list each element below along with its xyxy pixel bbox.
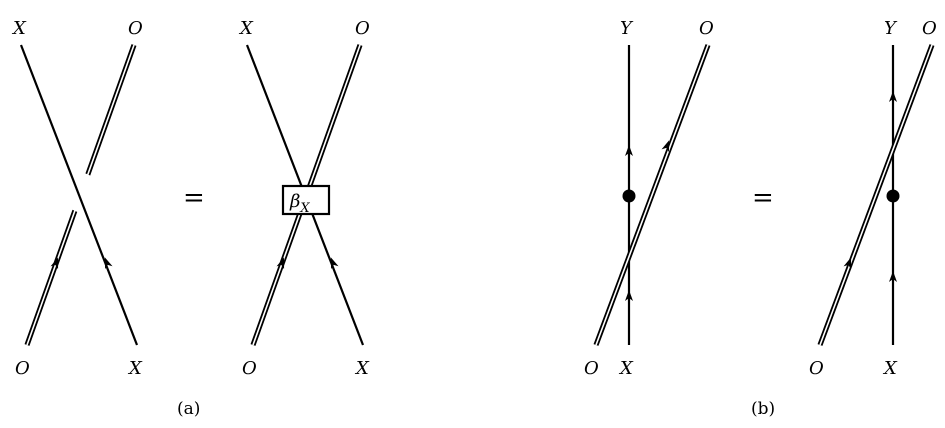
label-top-left: Y	[884, 18, 898, 39]
label-bottom-left: O	[584, 358, 599, 379]
label-bottom-left: O	[15, 358, 30, 379]
arrow-up-icon	[843, 257, 852, 270]
label-bottom-right: X	[127, 358, 143, 379]
arrow-up-icon	[625, 290, 633, 301]
label-top-left: X	[238, 18, 254, 39]
over-crossing-gap	[67, 172, 95, 213]
label-top-left: X	[11, 18, 27, 39]
label-bottom-right: X	[354, 358, 370, 379]
double-strand-o	[593, 44, 711, 346]
label-bottom-right: X	[882, 358, 898, 379]
arrow-up-icon	[50, 257, 59, 270]
equals-sign-b: =	[752, 183, 774, 213]
arrow-up-icon	[330, 257, 339, 270]
caption-a: (a)	[177, 399, 200, 419]
arrow-up-icon	[625, 145, 633, 156]
morphism-dot	[622, 189, 636, 203]
label-bottom-right: X	[618, 358, 634, 379]
label-top-right: O	[699, 18, 714, 39]
panel-a-left-diagram: X O O X	[11, 18, 143, 379]
double-strand-o	[817, 44, 935, 346]
single-strand-x	[19, 44, 139, 346]
label-top-right: O	[922, 18, 937, 39]
panel-a-right-diagram: βX X O O X	[238, 18, 370, 379]
arrow-up-icon	[276, 257, 285, 270]
braiding-symbol: βX	[289, 191, 310, 216]
label-top-left: Y	[620, 18, 634, 39]
braiding-box: βX	[281, 184, 331, 216]
label-bottom-left: O	[809, 358, 824, 379]
label-bottom-left: O	[242, 358, 257, 379]
arrow-up-icon	[889, 271, 897, 282]
morphism-dot	[886, 189, 900, 203]
label-top-right: O	[128, 18, 143, 39]
caption-b: (b)	[751, 399, 775, 419]
arrow-up-icon	[889, 91, 897, 102]
label-top-right: O	[355, 18, 370, 39]
panel-b-right-diagram: Y O O X	[809, 18, 937, 379]
arrow-up-icon	[661, 140, 670, 153]
equals-sign-a: =	[183, 183, 205, 213]
arrow-up-icon	[104, 257, 113, 270]
panel-b-left-diagram: Y O O X	[584, 18, 714, 379]
